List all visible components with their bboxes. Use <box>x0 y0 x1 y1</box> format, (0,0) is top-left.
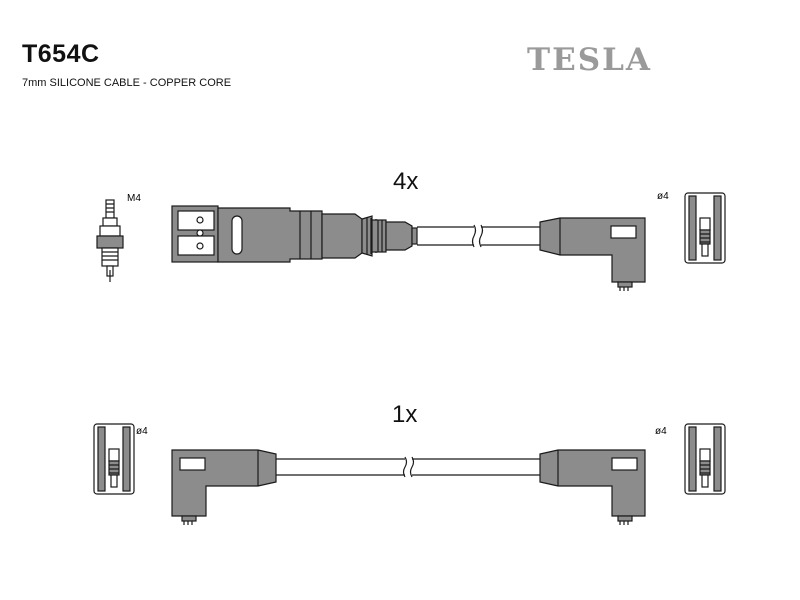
cable-bottom <box>276 456 540 478</box>
terminal-top-right-label: ø4 <box>657 191 669 202</box>
spark-plug-icon <box>96 199 124 282</box>
angled-boot-bottom-left <box>171 449 277 525</box>
angled-boot-top <box>539 217 646 291</box>
part-number: T654C <box>22 40 100 68</box>
terminal-top-right-icon <box>684 192 726 264</box>
quantity-top: 4x <box>393 168 419 195</box>
spark-plug-thread-label: M4 <box>127 193 141 204</box>
quantity-bottom: 1x <box>392 401 418 428</box>
angled-boot-bottom-right <box>539 449 646 525</box>
product-subtitle: 7mm SILICONE CABLE - COPPER CORE <box>22 77 232 89</box>
brand-logo: TESLA <box>527 42 652 78</box>
terminal-bottom-right-icon <box>684 423 726 495</box>
terminal-bottom-left-label: ø4 <box>136 426 148 437</box>
cable-top <box>417 224 540 248</box>
terminal-bottom-left-icon <box>93 423 135 495</box>
terminal-bottom-right-label: ø4 <box>655 426 667 437</box>
straight-spark-plug-boot <box>171 205 418 263</box>
